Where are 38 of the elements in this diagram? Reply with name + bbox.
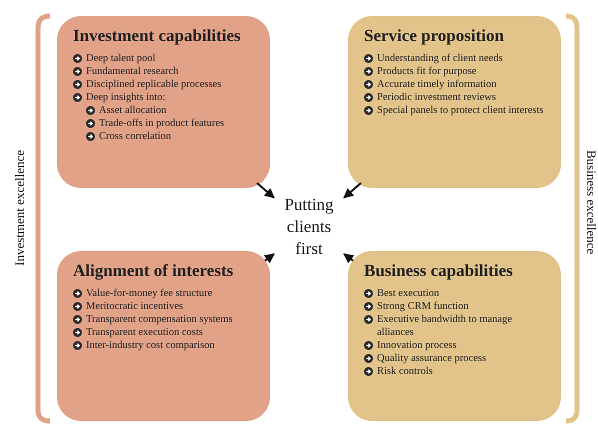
- side-label: Business excellence: [583, 150, 598, 254]
- bullet-text: Innovation process: [377, 339, 457, 352]
- box-heading: Alignment of interests: [73, 261, 234, 281]
- center-text: Putting clients first: [274, 194, 344, 262]
- bullet-text: Cross correlation: [99, 130, 172, 143]
- arrow: [256, 182, 275, 198]
- bullet-text: Trade-offs in product features: [99, 117, 224, 130]
- bullet-text: Executive bandwidth to manage alliances: [377, 313, 513, 339]
- bullet-text: Deep insights into:: [86, 91, 166, 104]
- box-heading: Service proposition: [364, 26, 504, 46]
- bullet-text: Value-for-money fee structure: [86, 287, 212, 300]
- box-heading: Investment capabilities: [73, 26, 241, 46]
- bullet-text: Meritocratic incentives: [86, 300, 184, 313]
- side-label: Investment excellence: [12, 150, 28, 266]
- bullet-text: Quality assurance process: [377, 352, 486, 365]
- bullet-text: Fundamental research: [86, 65, 178, 78]
- bullet-text: Periodic investment reviews: [377, 91, 496, 104]
- arrow: [264, 253, 275, 264]
- rounded-box: [57, 251, 270, 421]
- bullet-text: Risk controls: [377, 365, 433, 378]
- bullet-text: Strong CRM function: [377, 300, 469, 313]
- bullet-text: Understanding of client needs: [377, 52, 503, 65]
- arrow: [343, 182, 362, 198]
- bullet-text: Transparent compensation systems: [86, 313, 233, 326]
- bullet-text: Products fit for purpose: [377, 65, 476, 78]
- bullet-text: Inter-industry cost comparison: [86, 339, 215, 352]
- bullet-text: Transparent execution costs: [86, 326, 203, 339]
- bullet-text: Disciplined replicable processes: [86, 78, 222, 91]
- rounded-box: [348, 16, 561, 188]
- rounded-box: [348, 251, 561, 421]
- bullet-text: Asset allocation: [99, 104, 166, 117]
- box-heading: Business capabilities: [364, 261, 513, 281]
- bullet-text: Best execution: [377, 287, 440, 300]
- bullet-text: Accurate timely information: [377, 78, 497, 91]
- arrow: [343, 253, 354, 264]
- rounded-box: [57, 16, 270, 188]
- bullet-text: Special panels to protect client interests: [377, 104, 544, 117]
- bullet-text: Deep talent pool: [86, 52, 156, 65]
